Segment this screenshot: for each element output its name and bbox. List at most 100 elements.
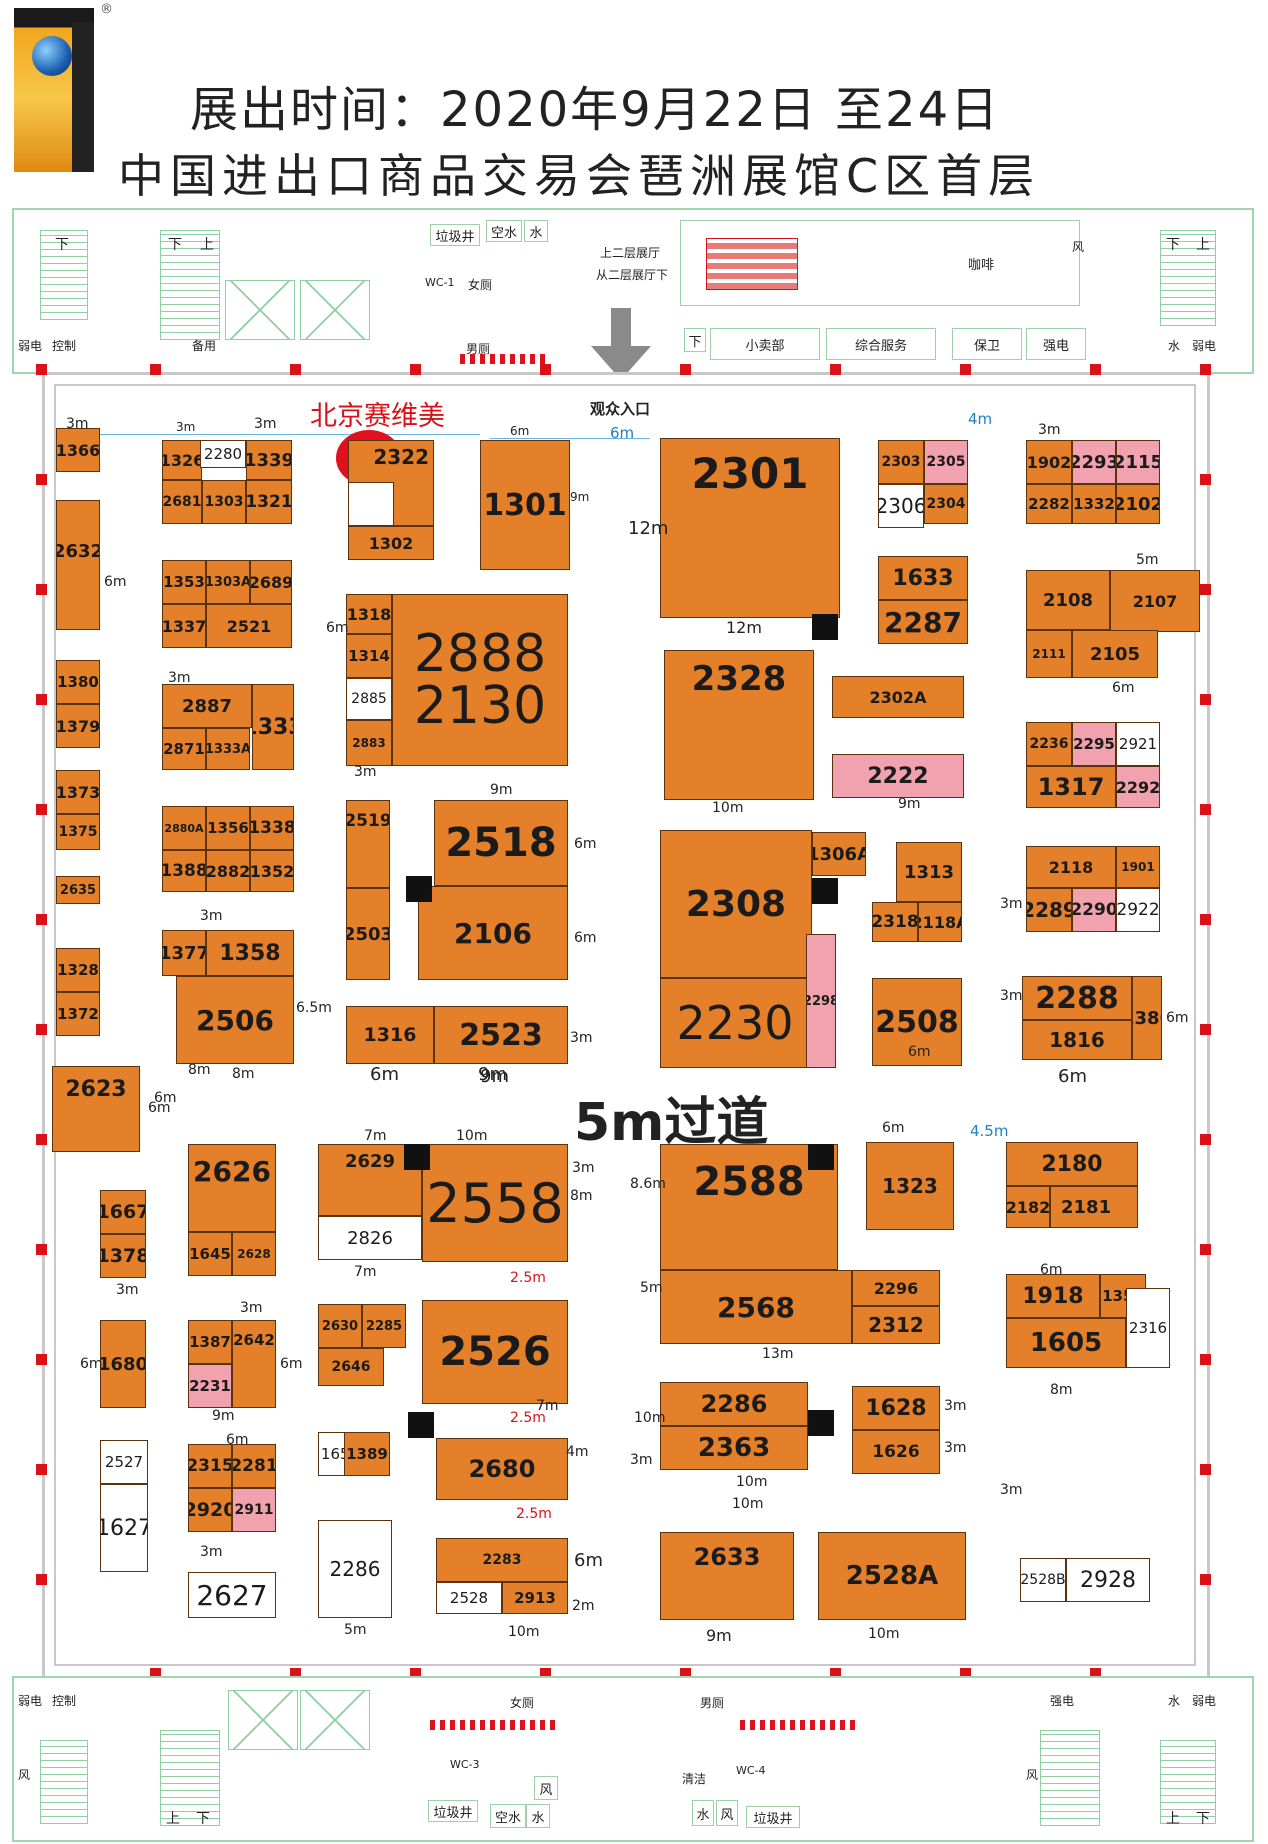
booth[interactable]: 2115 <box>1116 440 1160 484</box>
booth[interactable]: 2882 <box>206 850 250 892</box>
booth[interactable]: 2293 <box>1072 440 1116 484</box>
booth[interactable]: 2106 <box>418 886 568 980</box>
booth[interactable]: 2523 <box>434 1006 568 1064</box>
booth[interactable]: 2318 <box>872 902 918 942</box>
booth[interactable]: 1378 <box>100 1234 146 1278</box>
booth[interactable]: 2508 <box>872 978 962 1066</box>
booth[interactable]: 2287 <box>878 600 968 644</box>
booth[interactable]: 2528 <box>436 1582 502 1614</box>
booth[interactable]: 2230 <box>660 978 810 1068</box>
booth[interactable]: 2630 <box>318 1304 362 1348</box>
booth[interactable]: 1375 <box>56 814 100 850</box>
booth[interactable]: 1366 <box>56 428 100 472</box>
booth[interactable]: 2298 <box>806 934 836 1068</box>
booth[interactable]: 2289 <box>1026 888 1072 932</box>
booth[interactable]: 1338 <box>250 806 294 850</box>
booth[interactable]: 2887 <box>162 684 252 728</box>
booth[interactable]: 2527 <box>100 1440 148 1484</box>
booth[interactable]: 2880A <box>162 806 206 850</box>
booth[interactable]: 2503 <box>346 888 390 980</box>
booth[interactable]: 2107 <box>1110 570 1200 632</box>
booth[interactable]: 1332 <box>1072 484 1116 524</box>
booth[interactable]: 1628 <box>852 1386 940 1430</box>
booth[interactable]: 1303A <box>206 560 250 604</box>
booth[interactable]: 1339 <box>246 440 292 480</box>
booth[interactable]: 2283 <box>436 1538 568 1582</box>
booth[interactable]: 2623 <box>52 1066 140 1152</box>
booth[interactable]: 1389 <box>344 1432 390 1476</box>
booth[interactable]: 2282 <box>1026 484 1072 524</box>
booth[interactable]: 2308 <box>660 830 812 978</box>
booth[interactable]: 1918 <box>1006 1274 1100 1318</box>
booth[interactable]: 1321 <box>246 480 292 524</box>
booth[interactable]: 2315 <box>188 1444 232 1488</box>
booth[interactable]: 2528B <box>1020 1558 1066 1602</box>
booth[interactable]: 1377 <box>162 930 206 976</box>
booth[interactable]: 2911 <box>232 1488 276 1532</box>
booth[interactable]: 2105 <box>1072 630 1158 678</box>
booth[interactable]: 2236 <box>1026 722 1072 766</box>
booth[interactable]: 2303 <box>878 440 924 484</box>
booth[interactable]: 2883 <box>346 720 392 766</box>
booth[interactable]: 2689 <box>250 560 292 604</box>
booth[interactable]: 2296 <box>852 1270 940 1306</box>
booth[interactable]: 1902 <box>1026 440 1072 484</box>
booth[interactable]: 2102 <box>1116 484 1160 524</box>
booth[interactable]: 2913 <box>502 1582 568 1614</box>
booth[interactable]: 2518 <box>434 800 568 886</box>
booth[interactable]: 2111 <box>1026 630 1072 678</box>
booth[interactable]: 1318 <box>346 594 392 634</box>
booth[interactable]: 2181 <box>1050 1186 1138 1228</box>
booth[interactable]: 2506 <box>176 976 294 1064</box>
booth[interactable]: 1633 <box>878 556 968 600</box>
booth-blank[interactable] <box>348 482 394 526</box>
booth[interactable]: 2306 <box>878 484 924 528</box>
booth[interactable]: 1353 <box>162 560 206 604</box>
booth[interactable]: 2290 <box>1072 888 1116 932</box>
booth[interactable]: 2885 <box>346 678 392 720</box>
booth[interactable]: 2312 <box>852 1306 940 1344</box>
booth[interactable]: 2288 <box>1022 976 1132 1020</box>
booth[interactable]: 1302 <box>348 526 434 560</box>
booth[interactable]: 1379 <box>56 704 100 748</box>
booth[interactable]: 2280 <box>200 440 246 468</box>
booth[interactable]: 1356 <box>206 806 250 850</box>
booth[interactable]: 2231 <box>188 1364 232 1408</box>
booth[interactable]: 1373 <box>56 770 100 814</box>
booth[interactable]: 2928 <box>1066 1558 1150 1602</box>
booth[interactable]: 1386 <box>1132 976 1162 1060</box>
booth[interactable]: 2182 <box>1006 1186 1050 1228</box>
booth[interactable]: 2871 <box>162 728 206 770</box>
booth[interactable]: 1372 <box>56 992 100 1036</box>
booth[interactable]: 2521 <box>206 604 292 648</box>
booth[interactable]: 2118 <box>1026 846 1116 888</box>
booth[interactable]: 1301 <box>480 440 570 570</box>
booth[interactable]: 2285 <box>362 1304 406 1348</box>
booth[interactable]: 2826 <box>318 1216 422 1260</box>
booth[interactable]: 1328 <box>56 948 100 992</box>
booth[interactable]: 2305 <box>924 440 968 484</box>
booth[interactable]: 2633 <box>660 1532 794 1620</box>
booth[interactable]: 1316 <box>346 1006 434 1064</box>
booth[interactable]: 1317 <box>1026 766 1116 808</box>
booth[interactable]: 2316 <box>1126 1288 1170 1368</box>
booth[interactable]: 1323 <box>866 1142 954 1230</box>
booth[interactable]: 2304 <box>924 484 968 524</box>
booth[interactable]: 2646 <box>318 1348 384 1386</box>
booth[interactable]: 2292 <box>1116 766 1160 808</box>
booth[interactable]: 2108 <box>1026 570 1110 630</box>
booth[interactable]: 2635 <box>56 876 100 904</box>
booth-2888-2130[interactable]: 2888 2130 <box>392 594 568 766</box>
booth[interactable]: 2920 <box>188 1488 232 1532</box>
booth[interactable]: 1337 <box>162 604 206 648</box>
booth[interactable]: 2642 <box>232 1320 276 1408</box>
booth[interactable]: 2526 <box>422 1300 568 1404</box>
booth[interactable]: 2281 <box>232 1444 276 1488</box>
booth[interactable]: 1667 <box>100 1190 146 1234</box>
booth[interactable]: 1352 <box>250 850 294 892</box>
booth[interactable]: 2627 <box>188 1572 276 1618</box>
booth[interactable]: 2328 <box>664 650 814 800</box>
booth[interactable]: 1626 <box>852 1430 940 1474</box>
booth[interactable]: 1605 <box>1006 1318 1126 1368</box>
